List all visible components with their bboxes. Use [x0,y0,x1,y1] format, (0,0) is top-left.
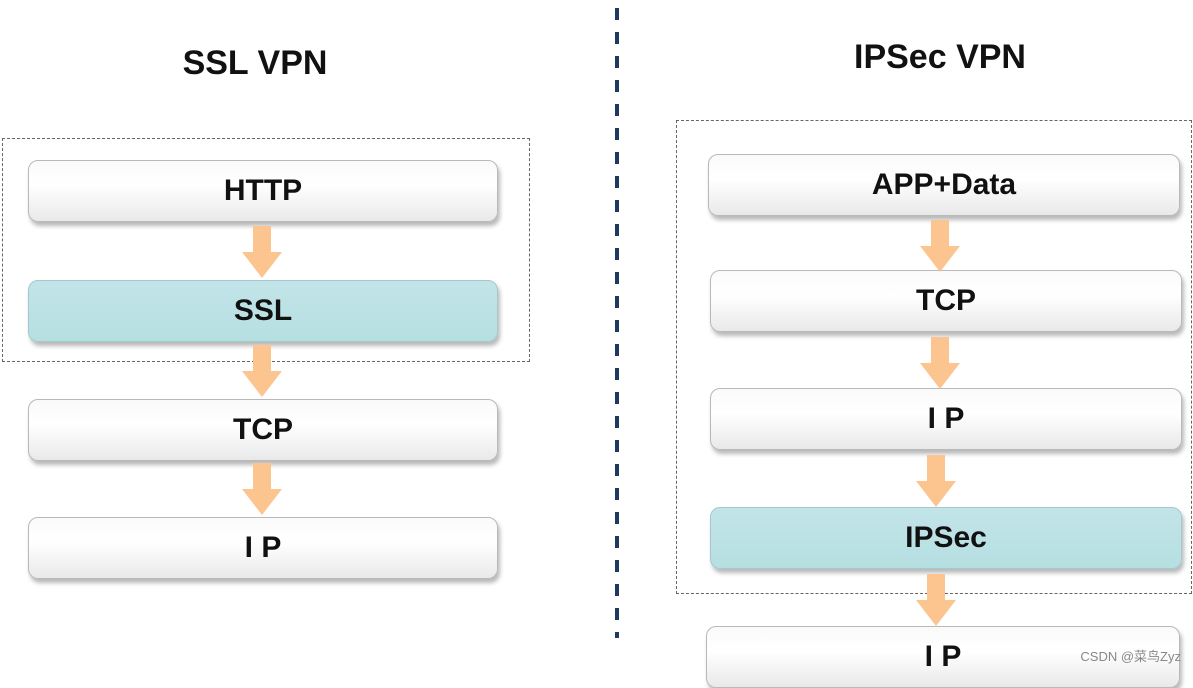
ipsec-arrow-4 [916,574,956,626]
ipsec-layer-ipsec: IPSec [710,507,1182,569]
ipsec-layer-ip: I P [710,388,1182,450]
ipsec-layer-app-data: APP+Data [708,154,1180,216]
ssl-layer-ip: I P [28,517,498,579]
ssl-arrow-1 [242,226,282,278]
ipsec-arrow-3 [916,455,956,507]
ipsec-vpn-title: IPSec VPN [854,38,1026,76]
column-divider [615,8,619,638]
ipsec-layer-tcp: TCP [710,270,1182,332]
ssl-arrow-2 [242,345,282,397]
ssl-layer-tcp: TCP [28,399,498,461]
ipsec-arrow-2 [920,337,960,389]
ipsec-arrow-1 [920,220,960,272]
csdn-watermark: CSDN @菜鸟Zyz [1080,649,1181,664]
ssl-arrow-3 [242,463,282,515]
ssl-layer-ssl: SSL [28,280,498,342]
ssl-vpn-title: SSL VPN [182,44,328,82]
ssl-layer-http: HTTP [28,160,498,222]
